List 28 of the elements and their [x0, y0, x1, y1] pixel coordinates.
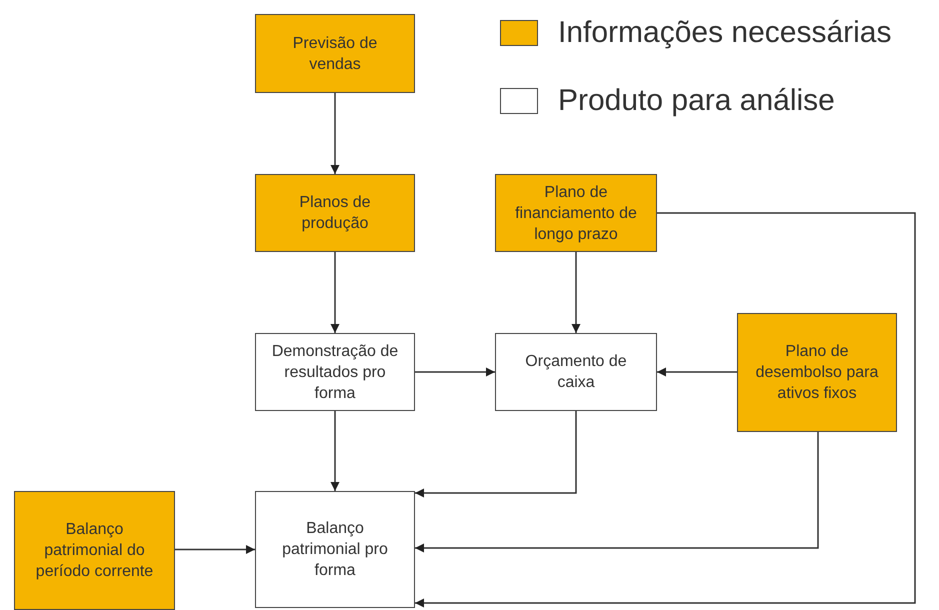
- process-box: [495, 174, 657, 252]
- arrow: [657, 368, 737, 376]
- node-text: Plano de desembolso para ativos fixos: [754, 342, 880, 404]
- node-text: Orçamento de caixa: [524, 352, 628, 393]
- arrow: [415, 432, 819, 552]
- arrow: [572, 252, 580, 333]
- process-box: [255, 174, 415, 252]
- arrow: [330, 411, 340, 491]
- node-text: Previsão de vendas: [292, 34, 378, 74]
- arrow: [330, 252, 340, 333]
- legend-label: Produto para análise: [558, 84, 835, 118]
- arrow: [330, 93, 340, 174]
- process-box: [14, 491, 175, 610]
- legend-label: Informações necessárias: [558, 16, 892, 50]
- arrow: [415, 368, 495, 376]
- process-box: [255, 333, 415, 411]
- node-text: Demonstração de resultados pro forma: [270, 342, 400, 404]
- process-box: [255, 14, 415, 93]
- node-text: Plano de financiamento de longo prazo: [514, 182, 638, 244]
- node-text: Planos de produção: [298, 193, 372, 234]
- node-text: Balanço patrimonial do período corrente: [34, 520, 154, 582]
- arrow: [175, 545, 255, 554]
- process-box: [495, 333, 657, 411]
- node-text: Balanço patrimonial pro forma: [281, 519, 389, 581]
- process-box: [255, 491, 415, 608]
- arrow: [415, 411, 577, 498]
- arrow: [415, 212, 916, 608]
- process-box: [737, 313, 897, 432]
